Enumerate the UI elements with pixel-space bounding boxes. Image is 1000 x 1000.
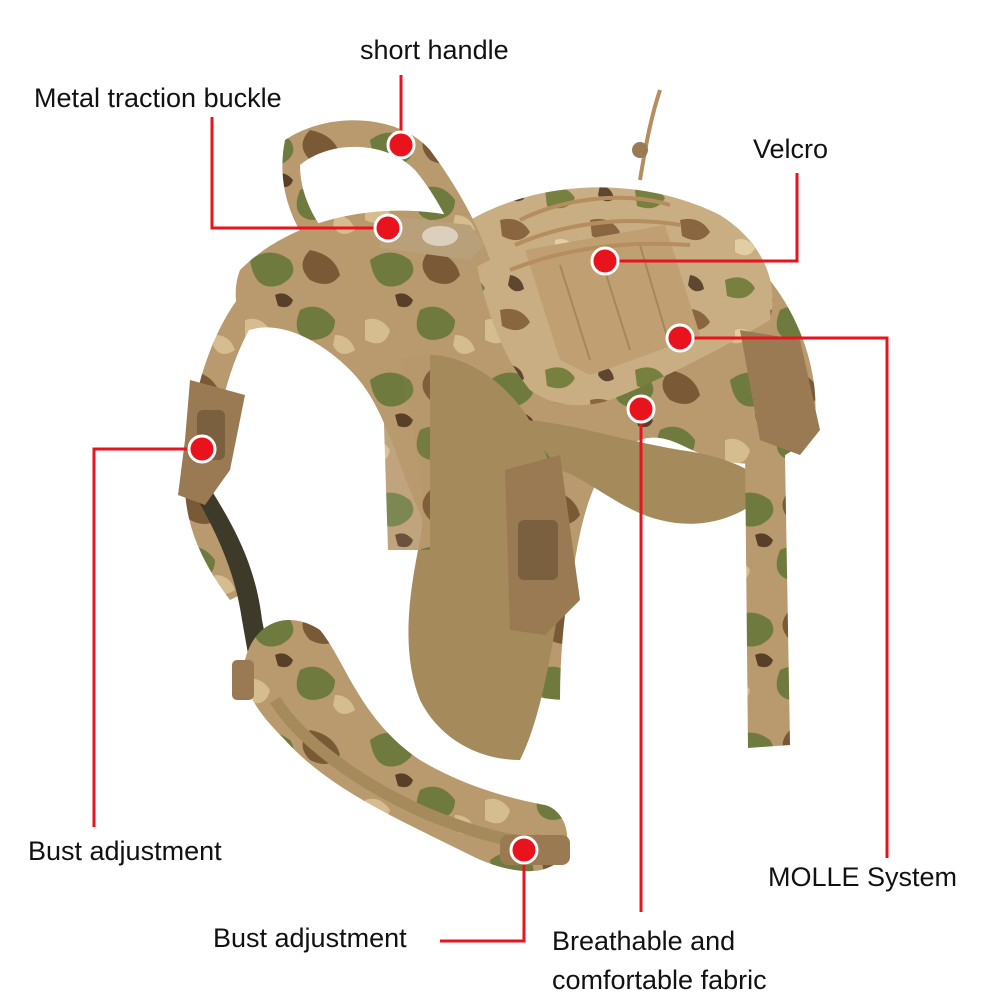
label-bust-adjustment-left: Bust adjustment [28, 836, 222, 866]
callout-line-metal-buckle [210, 117, 388, 230]
left-side-strap [184, 290, 270, 665]
callout-dots [187, 130, 695, 865]
callout-dot-bust-left [187, 434, 217, 464]
label-velcro: Velcro [753, 134, 829, 164]
callout-dot-velcro [590, 246, 620, 276]
callout-dot-metal-buckle [373, 213, 403, 243]
callout-lines [92, 75, 889, 943]
callout-line-bust-left [92, 447, 202, 827]
label-fabric-line-2: comfortable fabric [552, 965, 767, 996]
front-buckle [505, 455, 580, 635]
label-molle-system: MOLLE System [768, 862, 958, 892]
callout-line-molle [680, 336, 889, 858]
traction-buckle-graphic [380, 215, 485, 260]
label-fabric-line-1: Breathable and [552, 926, 736, 956]
callout-dot-molle [665, 323, 695, 353]
label-breathable-fabric: Breathable and comfortable fabric [552, 922, 767, 1000]
callout-line-bust-bottom [440, 850, 526, 943]
callout-dot-fabric [626, 394, 656, 424]
label-short-handle: short handle [360, 35, 509, 65]
label-bust-adjustment-bottom: Bust adjustment [213, 923, 407, 953]
callout-dot-bust-bottom [509, 835, 539, 865]
callout-dot-short-handle [386, 130, 416, 160]
label-metal-traction-buckle: Metal traction buckle [34, 83, 282, 113]
callout-line-velcro [605, 173, 799, 263]
right-side-strap [380, 300, 820, 748]
